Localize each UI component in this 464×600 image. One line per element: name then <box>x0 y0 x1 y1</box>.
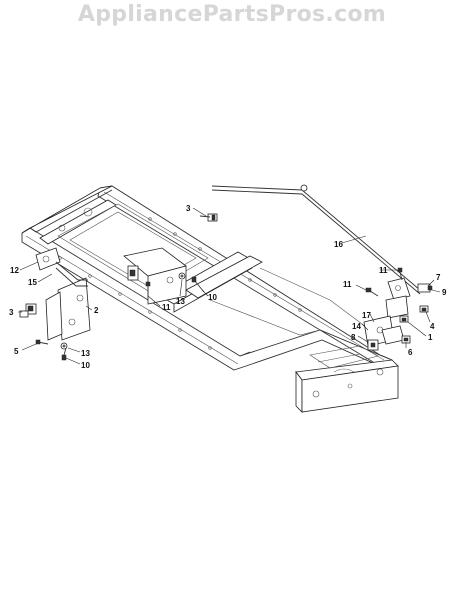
callout-5: 5 <box>14 347 19 356</box>
callout-11-right-top: 11 <box>379 266 388 275</box>
site-watermark: AppliancePartsPros.com <box>77 2 387 27</box>
callout-3-left: 3 <box>9 308 14 317</box>
leader-lines <box>18 207 441 365</box>
callout-12: 12 <box>10 266 19 275</box>
mower-frame <box>21 185 399 413</box>
callout-7: 7 <box>436 273 441 282</box>
callout-10-center: 10 <box>208 293 217 302</box>
callout-1: 1 <box>428 333 433 342</box>
callout-3-top: 3 <box>186 204 191 213</box>
right-bracket-assembly <box>363 267 433 351</box>
center-bracket <box>123 247 205 305</box>
callout-4: 4 <box>430 322 435 331</box>
callout-16: 16 <box>334 240 343 249</box>
callout-13-left: 13 <box>81 349 90 358</box>
part-16-rod <box>211 184 421 295</box>
callout-labels: 3 16 12 15 2 3 5 13 10 13 11 10 11 11 7 … <box>9 204 447 370</box>
callout-6: 6 <box>408 348 413 357</box>
callout-14: 14 <box>352 322 361 331</box>
callout-2: 2 <box>94 306 99 315</box>
part-3-bolt-top <box>199 213 218 222</box>
callout-9: 9 <box>442 288 447 297</box>
callout-15: 15 <box>28 278 37 287</box>
callout-8: 8 <box>351 333 356 342</box>
callout-11-center: 11 <box>162 303 171 312</box>
callout-13-center: 13 <box>176 297 185 306</box>
callout-17: 17 <box>362 311 371 320</box>
callout-11-right: 11 <box>343 280 352 289</box>
callout-10-left: 10 <box>81 361 90 370</box>
front-left-bracket <box>19 247 91 361</box>
